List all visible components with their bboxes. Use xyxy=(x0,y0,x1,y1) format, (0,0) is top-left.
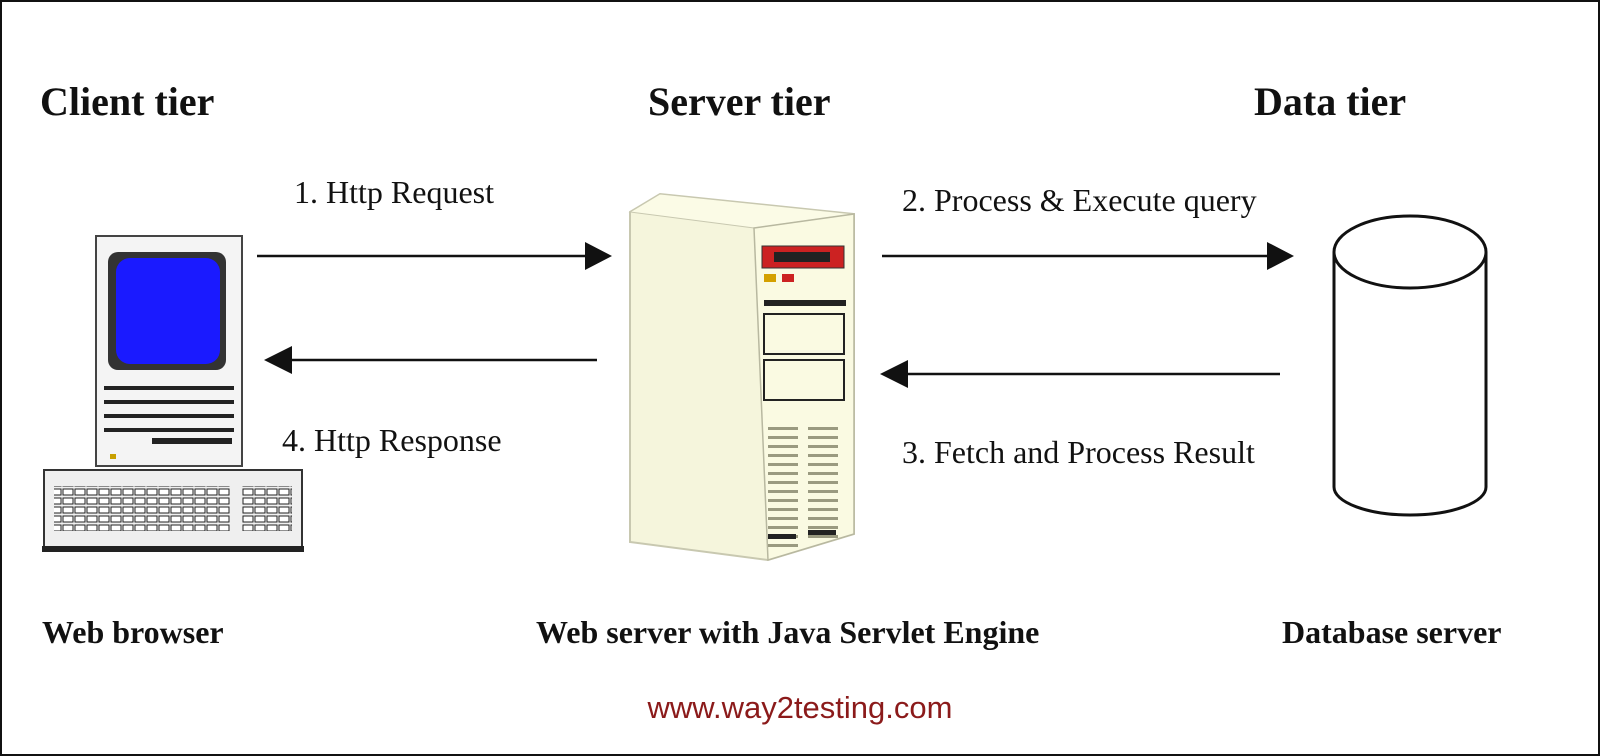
server-tower-icon xyxy=(628,192,855,562)
database-cylinder-icon xyxy=(1332,214,1488,517)
arrow-fetch-result xyxy=(880,360,1280,388)
server-tier-title: Server tier xyxy=(648,79,831,124)
data-tier-title: Data tier xyxy=(1254,79,1407,124)
data-caption: Database server xyxy=(1282,614,1502,650)
desktop-computer-icon xyxy=(42,235,304,552)
label-fetch-result: 3. Fetch and Process Result xyxy=(902,434,1255,470)
arrow-http-request xyxy=(257,242,612,270)
label-http-request: 1. Http Request xyxy=(294,174,494,210)
client-tier-title: Client tier xyxy=(40,79,215,124)
arrow-process-query xyxy=(882,242,1294,270)
arrow-http-response xyxy=(264,346,597,374)
client-caption: Web browser xyxy=(42,614,224,650)
watermark-url[interactable]: www.way2testing.com xyxy=(647,690,953,725)
server-caption: Web server with Java Servlet Engine xyxy=(536,614,1040,650)
label-process-query: 2. Process & Execute query xyxy=(902,182,1257,218)
label-http-response: 4. Http Response xyxy=(282,422,502,458)
